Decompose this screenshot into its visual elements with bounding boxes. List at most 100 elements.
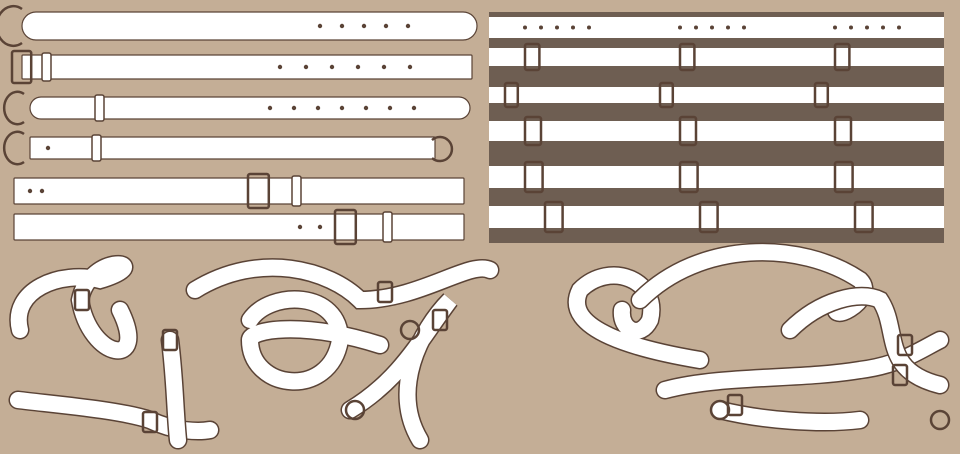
belt-hole (361, 23, 367, 29)
belt-buckle-icon (896, 333, 914, 357)
belt-straight-icon (13, 172, 465, 210)
pattern-belt-stripe (489, 87, 944, 103)
belt-buckle-icon (246, 172, 271, 210)
belt-straight-icon (13, 208, 465, 246)
belt-straight-icon (10, 49, 473, 85)
belt-buckle-icon (503, 81, 520, 109)
belt-curved-icon (569, 267, 708, 368)
belt-hole (523, 25, 527, 30)
belt-keeper (41, 52, 52, 82)
belt-hole (387, 105, 393, 111)
d-ring-icon (833, 115, 853, 147)
belt-curved-icon (187, 259, 498, 309)
belt-hole (45, 145, 51, 151)
belt-buckle-icon (833, 42, 851, 72)
belt-hole (317, 224, 323, 230)
belt-hole (555, 25, 559, 30)
belt-hole (363, 105, 369, 111)
belt-hole (39, 188, 45, 194)
belt-hole (329, 64, 335, 70)
belt-hole (694, 25, 698, 30)
d-ring-icon (2, 90, 25, 126)
pattern-belt-stripe (489, 121, 944, 141)
belt-hole (297, 224, 303, 230)
belt-hole (339, 105, 345, 111)
belt-hole (303, 64, 309, 70)
straight-belts-group (0, 4, 478, 246)
belt-buckle-icon (333, 208, 358, 246)
pattern-belts-group (489, 17, 944, 234)
d-ring-icon (678, 115, 698, 147)
belt-hole (849, 25, 853, 30)
belt-buckle-icon (658, 81, 675, 109)
belt-hole (726, 25, 730, 30)
belt-hole (315, 105, 321, 111)
belt-buckle-icon (543, 200, 564, 234)
d-ring-icon (709, 399, 731, 421)
belt-curved-icon (162, 332, 186, 448)
belt-hole (267, 105, 273, 111)
belt-curved-icon (712, 402, 868, 430)
belt-hole (405, 23, 411, 29)
belt-curved-icon (342, 294, 457, 448)
belt-hole (865, 25, 869, 30)
belt-hole (355, 64, 361, 70)
belt-buckle-icon (431, 308, 449, 332)
belt-hole (571, 25, 575, 30)
belt-buckle-icon (161, 328, 179, 352)
belt-strap (21, 54, 473, 80)
belt-hole (339, 23, 345, 29)
d-ring-icon (399, 319, 421, 341)
curved-belts-group (8, 242, 951, 450)
belt-keeper (94, 94, 105, 122)
belt-hole (678, 25, 682, 30)
pattern-belt-stripe (489, 17, 944, 38)
belt-hole (407, 64, 413, 70)
belt-hole (383, 23, 389, 29)
belt-buckle-icon (833, 160, 854, 194)
belt-hole (881, 25, 885, 30)
belt-buckle-icon (853, 200, 874, 234)
belt-hole (897, 25, 901, 30)
belt-strap (13, 177, 465, 205)
belt-curved-icon (10, 256, 137, 359)
belt-hole (539, 25, 543, 30)
belt-buckle-icon (376, 280, 394, 304)
belt-straight-icon (2, 90, 471, 126)
belt-keeper (382, 211, 393, 243)
belt-buckle-icon (10, 49, 33, 85)
belt-buckle-icon (523, 42, 541, 72)
belt-hole (317, 23, 323, 29)
d-ring-icon (431, 135, 454, 163)
belt-strap (29, 96, 471, 120)
belt-hole (411, 105, 417, 111)
pattern-belt-stripe (489, 48, 944, 66)
belt-buckle-icon (698, 200, 719, 234)
belt-buckle-icon (678, 42, 696, 72)
belt-buckle-icon (523, 160, 544, 194)
belt-hole (833, 25, 837, 30)
belt-straight-icon (0, 4, 478, 48)
belt-hole (587, 25, 591, 30)
belt-strap (21, 11, 478, 41)
d-ring-icon (523, 115, 543, 147)
belt-buckle-icon (141, 410, 159, 434)
d-ring-icon (344, 399, 366, 421)
belt-buckle-icon (678, 160, 699, 194)
d-ring-icon (2, 130, 25, 166)
belt-buckle-icon (813, 81, 830, 109)
belt-buckle-icon (73, 288, 91, 312)
d-ring-icon (0, 4, 23, 48)
belt-hole (381, 64, 387, 70)
belt-hole (277, 64, 283, 70)
belt-straight-icon (2, 130, 436, 166)
belt-curved-icon (632, 244, 873, 321)
d-ring-icon (929, 409, 951, 431)
belt-strap (29, 136, 436, 160)
belt-keeper (91, 134, 102, 162)
belt-strap (13, 213, 465, 241)
belt-buckle-icon (891, 363, 909, 387)
belt-curved-icon (657, 332, 948, 398)
belt-hole (27, 188, 33, 194)
